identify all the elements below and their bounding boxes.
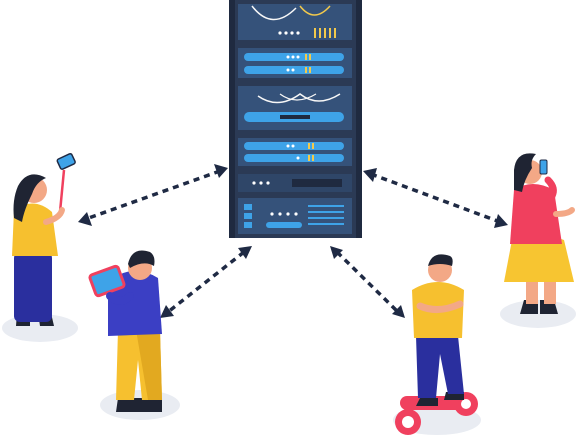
arrow-to-hoverboard-person: [335, 250, 400, 314]
arrow-to-tablet-person: [166, 250, 246, 314]
tablet-icon: [88, 264, 126, 298]
person-phone: [504, 153, 575, 314]
connection-arrows: [85, 169, 501, 314]
person-selfie: [12, 152, 76, 326]
selfie-stick-phone-icon: [56, 152, 76, 170]
arrow-to-left-person: [85, 169, 221, 221]
smartphone-icon: [539, 159, 548, 175]
person-hoverboard: [395, 254, 478, 435]
person-tablet: [88, 250, 162, 412]
arrow-to-phone-person: [370, 172, 501, 224]
ground-shadows: [2, 300, 576, 435]
server-rack-icon: [229, 0, 362, 238]
arrow-heads: [78, 164, 508, 318]
